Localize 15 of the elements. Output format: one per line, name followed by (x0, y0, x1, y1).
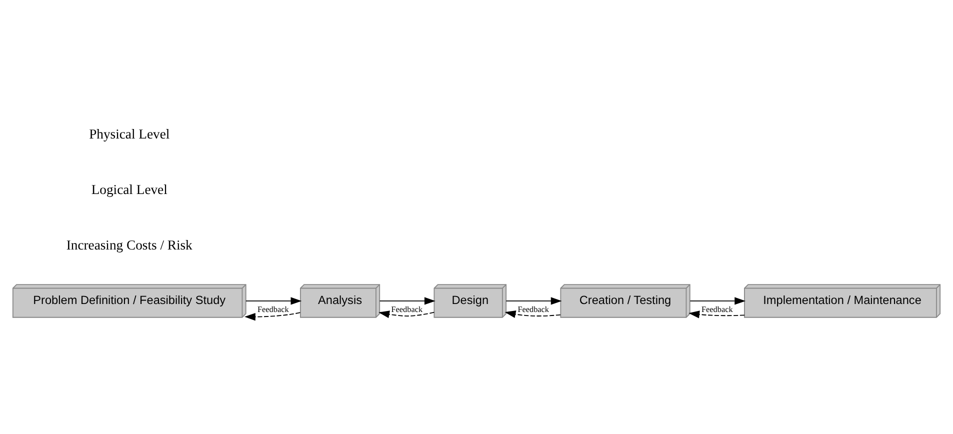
edge-label: Feedback (702, 304, 733, 314)
arrow (504, 310, 561, 318)
arrow (378, 310, 435, 318)
arrow (379, 296, 436, 304)
label: Physical Level (89, 126, 170, 142)
edge-label: Feedback (257, 304, 289, 314)
label: Logical Level (91, 182, 168, 197)
arrow (244, 312, 301, 320)
edge-label: Feedback (391, 304, 423, 314)
arrow (690, 296, 746, 304)
arrow (246, 296, 302, 304)
label: Increasing Costs / Risk (66, 237, 192, 252)
arrow (506, 296, 562, 304)
edge-label: Feedback (518, 304, 550, 314)
arrow (688, 310, 745, 318)
